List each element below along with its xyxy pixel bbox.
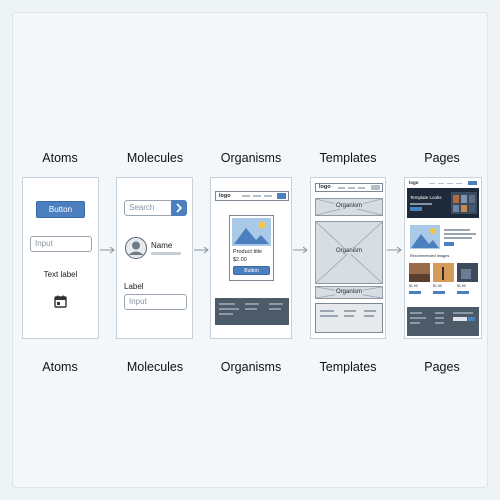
page-card-image-3 [457, 263, 478, 282]
pages-panel: logo Template Looks Recommended Images [404, 177, 482, 339]
page-card-image-2 [433, 263, 454, 282]
title-pages-bottom: Pages [424, 360, 460, 374]
page-card-price-2: $1.00 [433, 284, 442, 288]
search-submit-button[interactable] [171, 200, 187, 216]
page-header: logo [407, 180, 479, 187]
title-atoms-bottom: Atoms [42, 360, 78, 374]
product-button[interactable]: Button [233, 266, 270, 275]
title-pages-top: Pages [424, 151, 460, 165]
page-hero: Template Looks [407, 188, 479, 218]
title-templates-top: Templates [319, 151, 377, 165]
title-atoms-top: Atoms [42, 151, 78, 165]
template-slot-top: Organism [315, 198, 383, 216]
template-slot-bottom-label: Organism [334, 289, 363, 295]
organisms-panel: logo Product title $2.00 Button [210, 177, 292, 339]
arrow-molecules-to-organisms [194, 246, 209, 254]
name-label: Name [151, 241, 173, 250]
page-section-title: Recommended Images [410, 254, 450, 258]
org-header-button[interactable] [277, 193, 286, 199]
atom-input[interactable]: Input [30, 236, 92, 252]
page-footer [407, 307, 479, 336]
name-subtext-placeholder [151, 252, 181, 255]
template-footer [315, 303, 383, 333]
product-card: Product title $2.00 Button [229, 215, 274, 281]
atoms-panel: Button Input Text label [22, 177, 99, 339]
template-slot-top-label: Organism [334, 203, 363, 209]
arrow-atoms-to-molecules [100, 246, 115, 254]
search-input[interactable]: Search [124, 200, 172, 216]
labeled-input[interactable]: Input [124, 294, 187, 310]
page-card-price-1: $1.00 [409, 284, 418, 288]
templates-panel: logo Organism Organism Organism [310, 177, 386, 339]
avatar-icon [125, 237, 147, 259]
page-hero-image [451, 192, 477, 214]
page-card-image-1 [409, 263, 430, 282]
template-slot-middle: Organism [315, 221, 383, 284]
title-templates-bottom: Templates [319, 360, 377, 374]
org-logo: logo [219, 193, 231, 199]
page-card-price-3: $1.00 [457, 284, 466, 288]
product-title: Product title [233, 249, 263, 255]
arrow-templates-to-pages [387, 246, 402, 254]
product-price: $2.00 [233, 257, 247, 263]
template-slot-middle-label: Organism [334, 248, 363, 254]
atom-button[interactable]: Button [36, 201, 85, 218]
chevron-right-icon [176, 203, 183, 213]
page-feature-image-icon [410, 225, 440, 249]
calendar-icon [54, 295, 67, 308]
image-placeholder-icon [232, 218, 271, 246]
title-molecules-bottom: Molecules [126, 360, 184, 374]
page-logo: logo [409, 180, 419, 185]
template-logo: logo [319, 184, 331, 190]
field-label: Label [124, 282, 144, 291]
page-hero-title: Template Looks [410, 195, 442, 200]
page-feature-button[interactable] [444, 242, 454, 246]
org-footer [215, 298, 289, 325]
arrow-organisms-to-templates [293, 246, 308, 254]
template-slot-bottom: Organism [315, 286, 383, 299]
title-molecules-top: Molecules [126, 151, 184, 165]
template-header: logo [315, 183, 383, 192]
title-organisms-bottom: Organisms [220, 360, 282, 374]
molecules-panel: Search Name Label Input [116, 177, 193, 339]
title-organisms-top: Organisms [220, 151, 282, 165]
org-header: logo [215, 191, 289, 201]
atom-text-label: Text label [43, 270, 78, 279]
